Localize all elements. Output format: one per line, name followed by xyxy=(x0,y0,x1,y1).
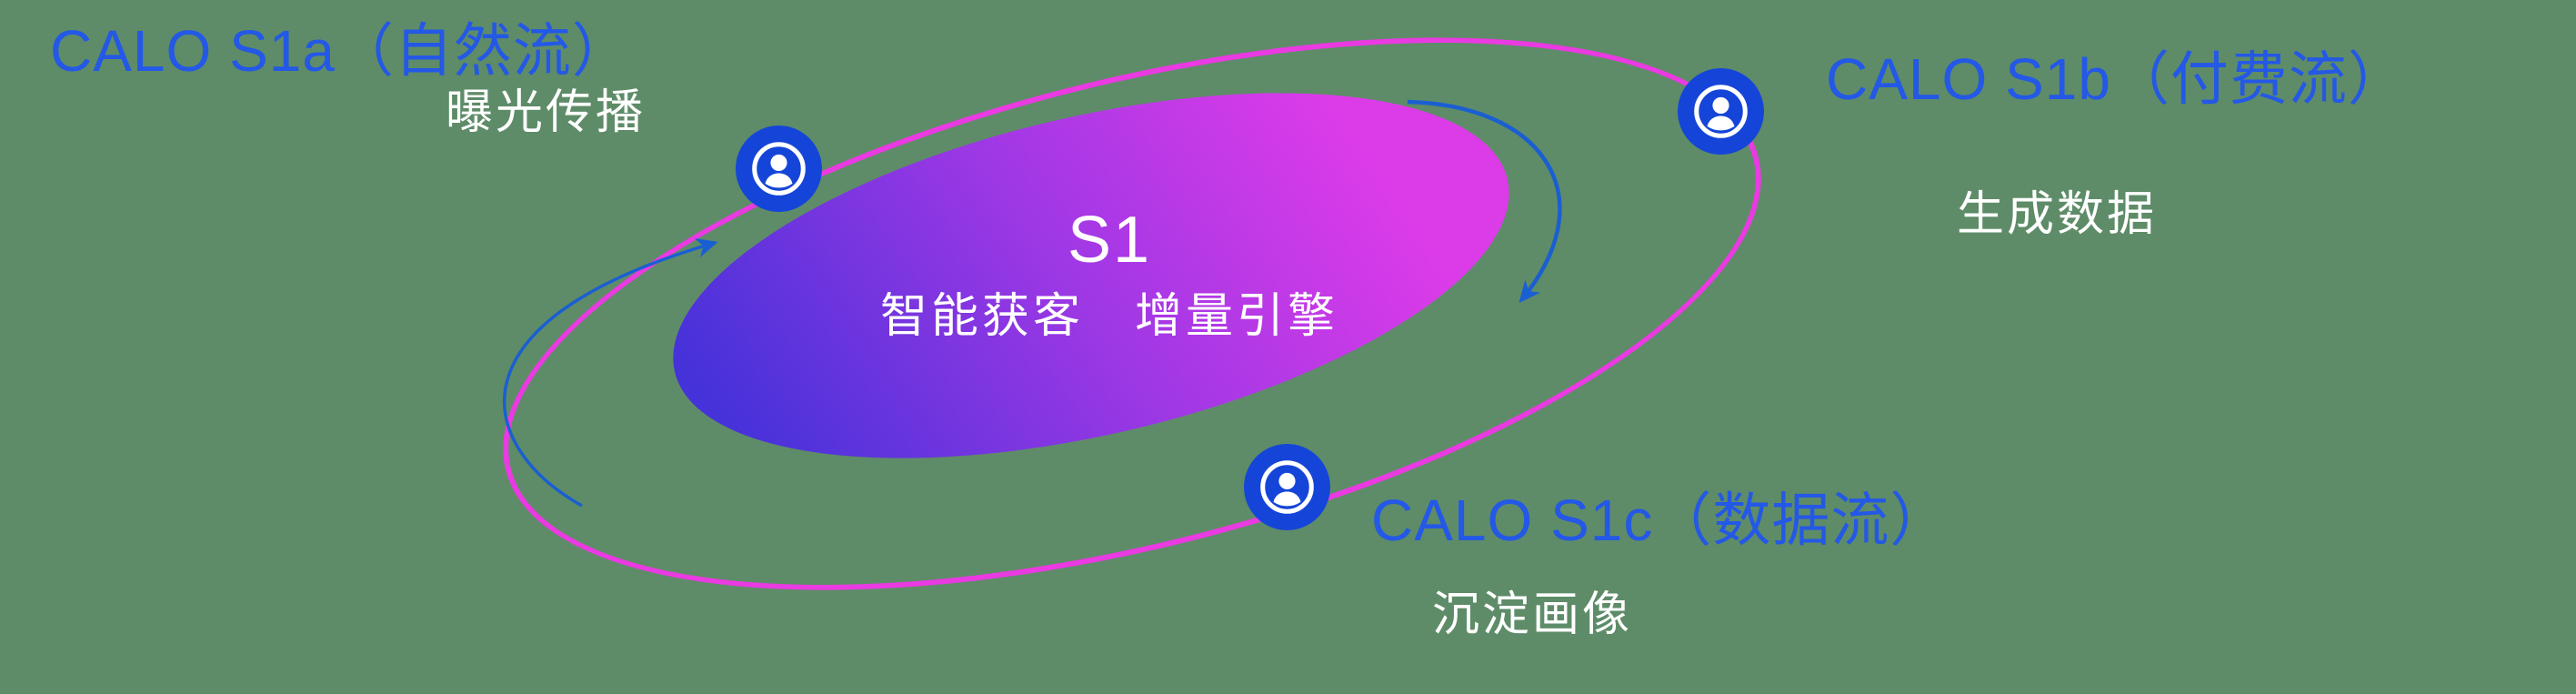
user-icon-s1a xyxy=(735,125,823,213)
caption-s1a: 曝光传播 xyxy=(446,86,647,139)
label-s1c: CALO S1c（数据流） xyxy=(1371,488,1950,553)
user-in-circle-icon xyxy=(736,126,822,212)
caption-s1b: 生成数据 xyxy=(1957,188,2158,241)
label-s1a: CALO S1a（自然流） xyxy=(50,18,631,84)
core-subtitle: 智能获客 增量引擎 xyxy=(879,290,1338,343)
user-icon-s1b xyxy=(1677,67,1765,156)
core-title: S1 xyxy=(1067,204,1152,277)
user-in-circle-icon xyxy=(1678,68,1764,155)
user-icon-s1c xyxy=(1243,443,1331,531)
label-s1b: CALO S1b（付费流） xyxy=(1826,46,2407,112)
user-in-circle-icon xyxy=(1244,444,1330,530)
core-text: S1 智能获客 增量引擎 xyxy=(746,207,1473,340)
caption-s1c: 沉淀画像 xyxy=(1432,588,1633,641)
